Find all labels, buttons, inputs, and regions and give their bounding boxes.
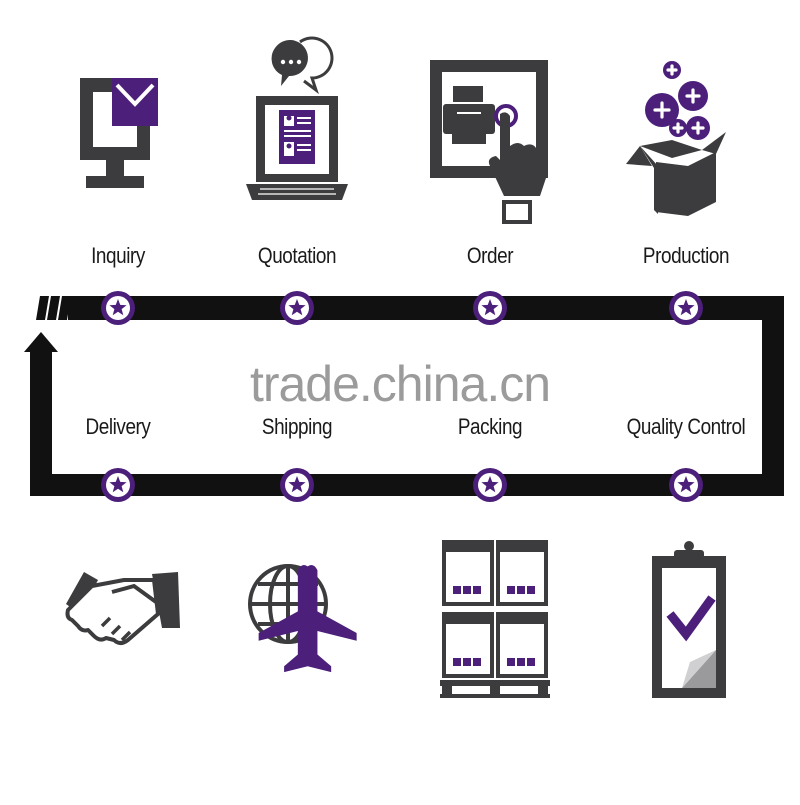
star-icon xyxy=(481,299,499,316)
star-icon xyxy=(481,476,499,493)
star-node-delivery xyxy=(101,468,135,502)
step-label-inquiry: Inquiry xyxy=(91,243,145,268)
computer-mail-icon xyxy=(80,78,158,188)
track-right-bar xyxy=(762,296,784,496)
box-plus-icon xyxy=(626,61,726,216)
track-stripes xyxy=(36,296,71,320)
step-label-packing: Packing xyxy=(457,414,523,439)
star-node-production xyxy=(669,291,703,325)
star-node-order xyxy=(473,291,507,325)
star-icon xyxy=(109,476,127,493)
star-nodes xyxy=(101,291,703,502)
step-label-delivery: Delivery xyxy=(85,414,151,439)
printer-touch-icon xyxy=(430,60,548,224)
pallet-boxes-icon xyxy=(440,540,550,698)
star-node-quotation xyxy=(280,291,314,325)
step-label-order: Order xyxy=(466,243,514,268)
track-bottom-bar xyxy=(30,474,784,496)
star-node-packing xyxy=(473,468,507,502)
track-arrow-icon xyxy=(24,332,58,352)
star-icon xyxy=(288,299,306,316)
star-icon xyxy=(677,299,695,316)
flow-track xyxy=(24,296,784,496)
step-label-quotation: Quotation xyxy=(257,243,337,268)
star-icon xyxy=(288,476,306,493)
star-icon xyxy=(677,476,695,493)
step-label-quality-control: Quality Control xyxy=(626,414,746,439)
star-node-shipping xyxy=(280,468,314,502)
step-label-shipping: Shipping xyxy=(261,414,333,439)
track-top-bar xyxy=(68,296,784,320)
globe-plane-icon xyxy=(248,564,357,673)
laptop-chat-icon xyxy=(246,36,348,200)
star-node-quality-control xyxy=(669,468,703,502)
step-label-production: Production xyxy=(642,243,730,268)
clipboard-check-icon xyxy=(652,541,726,698)
watermark-text: trade.china.cn xyxy=(249,356,551,412)
star-node-inquiry xyxy=(101,291,135,325)
handshake-icon xyxy=(65,572,180,645)
track-left-bar xyxy=(30,350,52,496)
star-icon xyxy=(109,299,127,316)
